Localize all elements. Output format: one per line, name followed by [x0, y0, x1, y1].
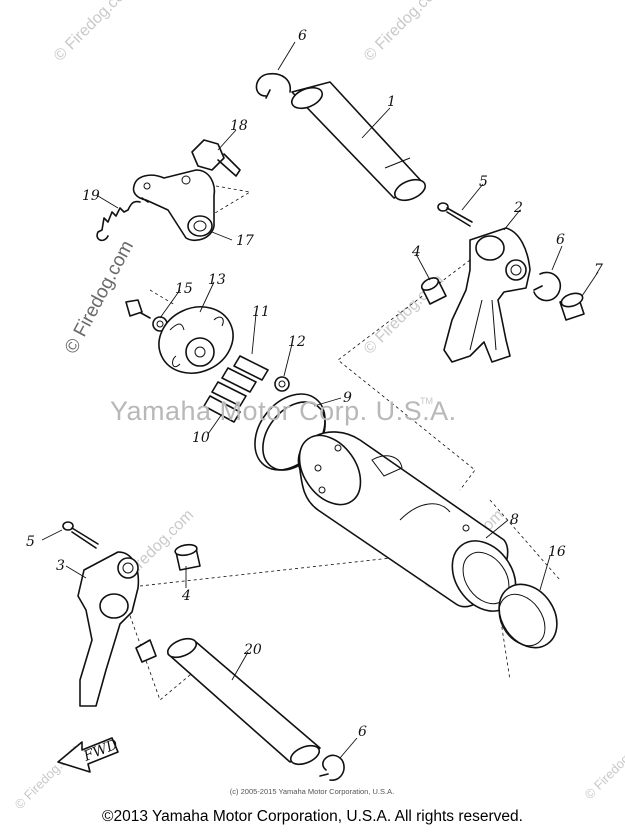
callout-12: 12	[288, 334, 306, 350]
leader-lines	[41, 41, 599, 759]
callout-6: 6	[358, 724, 367, 740]
callout-labels: 6 1 18 19 17 5 2 6 7 4 15 13 11 12 9 10 …	[26, 28, 603, 740]
callout-7: 7	[594, 262, 603, 278]
callout-10: 10	[192, 430, 210, 446]
part-19-spring	[96, 197, 149, 242]
callout-4: 4	[181, 588, 191, 604]
part-15-screw	[125, 299, 168, 332]
watermark-firedog: © Firedog.com	[582, 731, 625, 802]
part-16-cap	[498, 583, 558, 649]
part-5-pin-left	[62, 521, 99, 549]
watermark-tm: TM	[420, 396, 433, 406]
callout-3: 3	[56, 558, 65, 574]
part-3-shift-fork-left	[77, 551, 157, 707]
part-2-shift-fork-right	[443, 227, 531, 363]
callout-18: 18	[230, 118, 248, 134]
watermark-firedog: © Firedog.com	[361, 0, 447, 65]
watermark-firedog: © Firedog.com	[51, 0, 137, 65]
callout-4: 4	[411, 244, 421, 260]
callout-1: 1	[387, 94, 396, 110]
part-6-clip-right	[533, 271, 562, 302]
callout-17: 17	[236, 233, 254, 249]
part-18-bolt	[191, 139, 241, 177]
callout-5: 5	[479, 174, 488, 190]
watermark-yamaha: Yamaha Motor Corp. U.S.A.	[110, 396, 457, 426]
part-13-segment-plate	[158, 306, 234, 374]
callout-19: 19	[82, 188, 100, 204]
part-5-pin-right	[437, 202, 473, 227]
callout-20: 20	[243, 642, 262, 658]
part-4-roller-bottom	[174, 543, 201, 571]
part-20-shaft	[166, 637, 321, 766]
callout-11: 11	[252, 304, 270, 320]
fwd-label: FWD	[81, 737, 121, 765]
part-7-roller	[559, 292, 585, 321]
part-1-shift-shaft	[290, 81, 427, 202]
callout-15: 15	[175, 281, 193, 297]
part-11-pins	[211, 355, 269, 407]
callout-8: 8	[510, 512, 519, 528]
callout-2: 2	[513, 200, 523, 216]
callout-9: 9	[343, 390, 352, 406]
part-17-shift-arm	[132, 169, 216, 242]
callout-16: 16	[548, 544, 566, 560]
part-6-clip-bottom	[319, 754, 345, 781]
callout-13: 13	[208, 272, 226, 288]
watermark-firedog: © Firedog.com	[61, 237, 138, 357]
part-6-clip-top	[255, 72, 292, 99]
part-12-washer	[274, 376, 290, 392]
callout-5: 5	[26, 534, 35, 550]
part-4-roller-top	[420, 277, 447, 305]
callout-6: 6	[556, 232, 565, 248]
part-10-pins	[203, 395, 241, 423]
callout-6: 6	[298, 28, 307, 44]
part-8-shift-drum	[297, 431, 517, 612]
copyright-small: (c) 2005-2015 Yamaha Motor Corporation, …	[230, 787, 394, 796]
footer-copyright: ©2013 Yamaha Motor Corporation, U.S.A. A…	[102, 808, 523, 825]
